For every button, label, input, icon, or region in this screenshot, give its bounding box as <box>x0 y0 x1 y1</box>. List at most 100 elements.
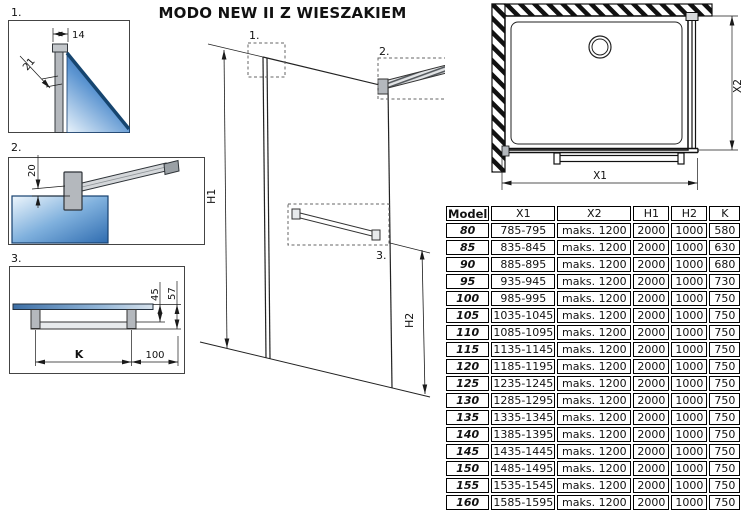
hanger-cap-right <box>371 229 381 241</box>
value-cell: 885-895 <box>491 257 556 272</box>
value-cell: 1000 <box>671 325 708 340</box>
hanger-bar <box>295 211 377 238</box>
value-cell: 1035-1045 <box>491 308 556 323</box>
table-header-h1: H1 <box>633 206 670 221</box>
value-cell: maks. 1200 <box>557 427 632 442</box>
value-cell: 750 <box>709 495 741 510</box>
value-cell: 1000 <box>671 291 708 306</box>
value-cell: 750 <box>709 291 741 306</box>
detail-1-label: 1. <box>11 6 22 19</box>
model-cell: 100 <box>446 291 490 306</box>
value-cell: maks. 1200 <box>557 359 632 374</box>
dim-21 <box>19 55 63 89</box>
value-cell: 750 <box>709 359 741 374</box>
callout-3-box <box>287 203 390 246</box>
glass-top-edge <box>65 51 130 131</box>
value-cell: 750 <box>709 342 741 357</box>
value-cell: 750 <box>709 461 741 476</box>
value-cell: 1000 <box>671 359 708 374</box>
value-cell: 2000 <box>633 223 670 238</box>
value-cell: 2000 <box>633 461 670 476</box>
value-cell: maks. 1200 <box>557 223 632 238</box>
model-cell: 110 <box>446 325 490 340</box>
dim-14-label: 14 <box>72 30 85 41</box>
value-cell: 2000 <box>633 376 670 391</box>
value-cell: 2000 <box>633 444 670 459</box>
value-cell: maks. 1200 <box>557 308 632 323</box>
value-cell: 750 <box>709 444 741 459</box>
model-cell: 85 <box>446 240 490 255</box>
arm-clamp <box>377 78 389 95</box>
dim-20 <box>31 155 70 208</box>
dim-k-label: K <box>75 348 84 361</box>
value-cell: 2000 <box>633 410 670 425</box>
h2-extension-line <box>389 242 431 254</box>
value-cell: 1335-1345 <box>491 410 556 425</box>
callout-2-box <box>377 57 445 100</box>
model-cell: 145 <box>446 444 490 459</box>
value-cell: 750 <box>709 325 741 340</box>
wall-profile <box>54 50 64 133</box>
model-cell: 125 <box>446 376 490 391</box>
detail-2-box <box>8 157 205 245</box>
value-cell: 2000 <box>633 427 670 442</box>
model-cell: 80 <box>446 223 490 238</box>
value-cell: 1535-1545 <box>491 478 556 493</box>
table-header-x2: X2 <box>557 206 632 221</box>
value-cell: 730 <box>709 274 741 289</box>
value-cell: maks. 1200 <box>557 240 632 255</box>
hanger-crossbar <box>30 321 137 330</box>
page-title: MODO NEW II Z WIESZAKIEM <box>158 4 407 22</box>
value-cell: 680 <box>709 257 741 272</box>
drain-inner <box>591 38 609 56</box>
callout-3-label: 3. <box>376 249 387 262</box>
arm-end-cap <box>163 159 180 176</box>
top-extension-line <box>207 43 264 58</box>
callout-2-label: 2. <box>379 45 390 58</box>
x1-label: X1 <box>593 170 607 182</box>
model-cell: 155 <box>446 478 490 493</box>
hanger-post-left <box>30 309 41 329</box>
value-cell: maks. 1200 <box>557 376 632 391</box>
value-cell: 935-945 <box>491 274 556 289</box>
h1-label: H1 <box>205 189 218 204</box>
h1-dimension <box>221 49 230 349</box>
value-cell: maks. 1200 <box>557 410 632 425</box>
dim-k-100 <box>35 330 179 366</box>
value-cell: maks. 1200 <box>557 393 632 408</box>
tray-inner <box>510 21 683 145</box>
value-cell: 2000 <box>633 359 670 374</box>
elevation-drawing: H1 H2 1. 2. 3. <box>199 29 445 398</box>
hanger-plan-cap-left <box>553 152 561 165</box>
model-cell: 150 <box>446 461 490 476</box>
detail-3-panel: 3. 45 57 K 100 <box>9 252 185 374</box>
value-cell: 2000 <box>633 308 670 323</box>
value-cell: 1235-1245 <box>491 376 556 391</box>
table-header-h2: H2 <box>671 206 708 221</box>
value-cell: 2000 <box>633 274 670 289</box>
wall-profile-plan <box>501 145 510 157</box>
model-cell: 160 <box>446 495 490 510</box>
value-cell: 2000 <box>633 291 670 306</box>
value-cell: 2000 <box>633 495 670 510</box>
value-cell: maks. 1200 <box>557 325 632 340</box>
value-cell: 1000 <box>671 257 708 272</box>
x1-dimension <box>501 158 698 190</box>
value-cell: 2000 <box>633 240 670 255</box>
x2-dimension <box>699 15 738 151</box>
h2-dimension <box>419 249 428 395</box>
table-header-model: Model <box>446 206 490 221</box>
